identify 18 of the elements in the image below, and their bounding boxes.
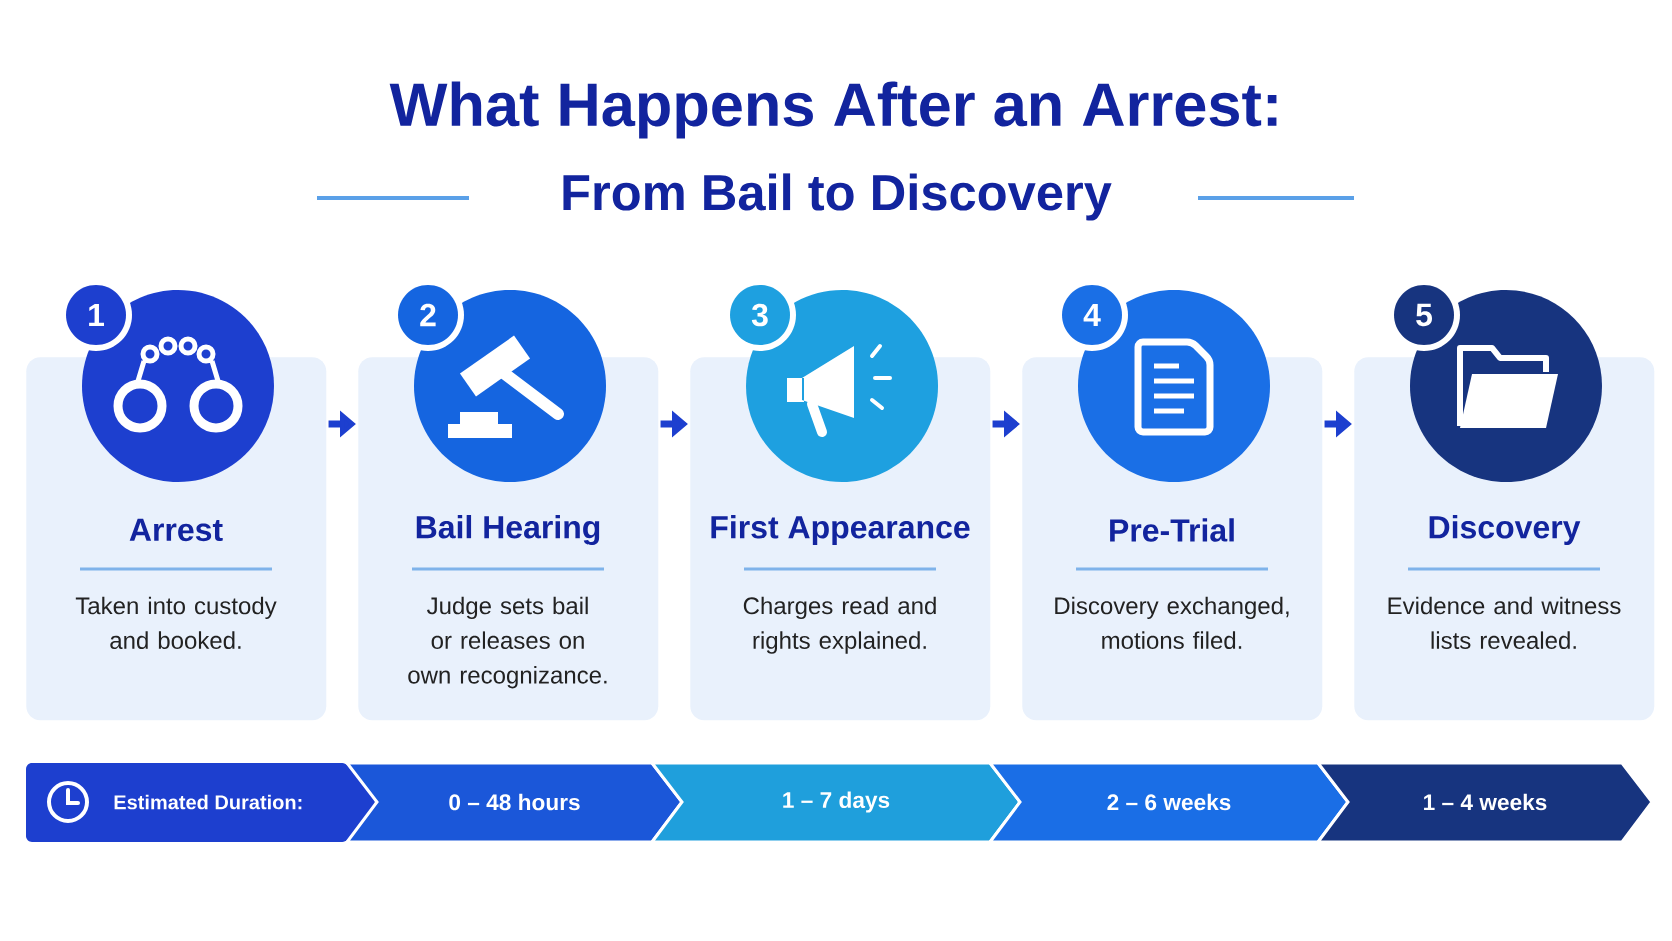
number-badge: 3 [724, 279, 796, 351]
step-description: Charges read and rights explained. [743, 596, 936, 654]
step-title: Discovery [1429, 515, 1581, 545]
title: What Happens After an Arrest: [389, 81, 1277, 139]
step-title: First Appearance [711, 515, 970, 545]
number-badge: 1 [60, 279, 132, 351]
number-badge: 4 [1056, 279, 1128, 351]
number-badge: 2 [392, 279, 464, 351]
step-description: Discovery exchanged, motions filed. [1055, 596, 1289, 649]
step-title: Arrest [129, 518, 223, 542]
subtitle: From Bail to Discovery [563, 173, 1112, 221]
step-description: Evidence and witness lists revealed. [1388, 596, 1621, 649]
step-description: Judge sets bail or releases on own recognizance. [408, 596, 607, 689]
step-title: Bail Hearing [416, 515, 600, 545]
step-title: Pre-Trial [1110, 518, 1234, 542]
number-badge: 5 [1388, 279, 1460, 351]
duration-segment: Estimated Duration: [26, 763, 375, 842]
step-description: Taken into custody and booked. [75, 596, 277, 649]
